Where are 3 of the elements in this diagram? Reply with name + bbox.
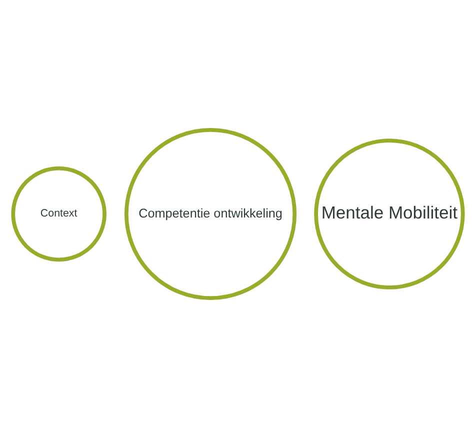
node-circle: Mentale Mobiliteit xyxy=(314,138,465,289)
node-circle: Context xyxy=(11,166,106,262)
node-circle: Competentie ontwikkeling xyxy=(124,127,297,300)
